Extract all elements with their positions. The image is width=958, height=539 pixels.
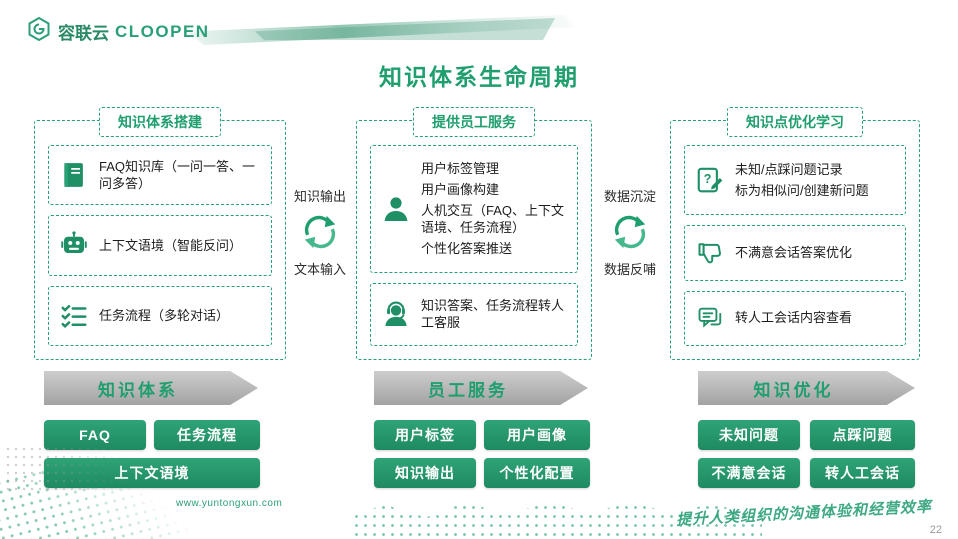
item-task-flow: 任务流程（多轮对话） [48, 285, 272, 346]
item-transfer-session-view: 转人工会话内容查看 [684, 290, 906, 347]
connector-text-input-label: 文本输入 [293, 262, 346, 277]
item-unknown-downvote-record: ? 未知/点踩问题记录 标为相似问/创建新问题 [684, 145, 906, 216]
brand-slogan: 提升人类组织的沟通体验和经营效率 [675, 499, 933, 529]
item-unsatisfied-answer-optimize: 不满意会话答案优化 [684, 225, 906, 281]
book-icon [58, 160, 90, 190]
thumbs-down-icon [694, 239, 726, 267]
tag-user-label: 用户标签 [374, 420, 476, 450]
tag-personal-config: 个性化配置 [484, 458, 590, 488]
connector-data-settle-label: 数据沉淀 [603, 189, 656, 204]
tag-unsatisfied-session: 不满意会话 [698, 458, 800, 488]
tag-downvote-question: 点踩问题 [810, 420, 915, 450]
line-mark-similar-create-new: 标为相似问/创建新问题 [735, 182, 869, 198]
item-transfer-session-view-label: 转人工会话内容查看 [735, 310, 853, 326]
item-context: 上下文语境（智能反问） [48, 215, 272, 276]
connector-data-feedback-label: 数据反哺 [603, 262, 656, 277]
line-user-profile-building: 用户画像构建 [421, 181, 500, 197]
item-unsatisfied-answer-optimize-label: 不满意会话答案优化 [735, 244, 853, 260]
stage-arrow-employee-service: 员工服务 [374, 371, 588, 405]
website-url: www.yuntongxun.com [176, 498, 283, 509]
panel-employee-service-header: 提供员工服务 [413, 107, 535, 137]
brand-logo: 容联云 CLOOPEN [26, 16, 210, 47]
item-context-label: 上下文语境（智能反问） [99, 237, 243, 253]
checklist-icon [58, 301, 90, 331]
item-transfer-human-agent: 知识答案、任务流程转人工客服 [370, 282, 578, 346]
page-number: 22 [929, 524, 942, 536]
brand-name-cn: 容联云 [58, 24, 109, 43]
connector-knowledge-output-label: 知识输出 [293, 189, 346, 204]
connector-knowledge: 知识输出 文本输入 [282, 186, 358, 278]
line-human-machine-interaction: 人机交互（FAQ、上下文语境、任务流程） [421, 202, 565, 236]
stage-arrow-knowledge-optimize: 知识优化 [698, 371, 915, 405]
recycle-arrows-icon [304, 215, 336, 249]
line-user-tag-management: 用户标签管理 [421, 161, 500, 177]
agent-headset-icon [380, 298, 412, 330]
connector-data: 数据沉淀 数据反哺 [592, 186, 668, 278]
tag-transfer-session: 转人工会话 [810, 458, 915, 488]
robot-icon [58, 230, 90, 260]
line-unknown-downvote-record: 未知/点踩问题记录 [735, 161, 843, 177]
item-faq-knowledge-base: FAQ知识库（一问一答、一问多答） [48, 145, 272, 206]
page-title: 知识体系生命周期 [379, 64, 579, 90]
panel-knowledge-build-header: 知识体系搭建 [99, 107, 221, 137]
item-task-flow-label: 任务流程（多轮对话） [99, 308, 230, 324]
item-transfer-human-agent-label: 知识答案、任务流程转人工客服 [421, 297, 565, 331]
tag-knowledge-output: 知识输出 [374, 458, 476, 488]
panel-knowledge-optimize: 知识点优化学习 ? 未知/点踩问题记录 标为相似问/创建新问题 [670, 107, 920, 360]
item-faq-knowledge-base-label: FAQ知识库（一问一答、一问多答） [99, 158, 256, 192]
edit-question-icon: ? [694, 165, 726, 195]
dot-pattern-gray [4, 445, 154, 491]
item-user-interaction: 用户标签管理 用户画像构建 人机交互（FAQ、上下文语境、任务流程） 个性化答案… [370, 145, 578, 273]
tag-unknown-question: 未知问题 [698, 420, 800, 450]
brand-name-en: CLOOPEN [115, 21, 210, 41]
brand-logo-icon [26, 16, 52, 47]
recycle-arrows-icon [614, 215, 646, 249]
panel-knowledge-optimize-header: 知识点优化学习 [727, 107, 863, 137]
tag-faq: FAQ [44, 420, 146, 450]
panel-employee-service: 提供员工服务 用户标签管理 用户画像构建 人机交互（FAQ、上下文语境、任务流程… [356, 107, 592, 360]
user-icon [380, 193, 412, 225]
panel-knowledge-build: 知识体系搭建 FAQ知识库（一问一答、一问多答） [34, 107, 286, 360]
tag-user-profile: 用户画像 [484, 420, 590, 450]
chat-icon [694, 304, 726, 332]
stage-arrow-knowledge-system: 知识体系 [44, 371, 258, 405]
line-personalized-answer-push: 个性化答案推送 [421, 240, 513, 256]
svg-text:?: ? [704, 172, 712, 186]
